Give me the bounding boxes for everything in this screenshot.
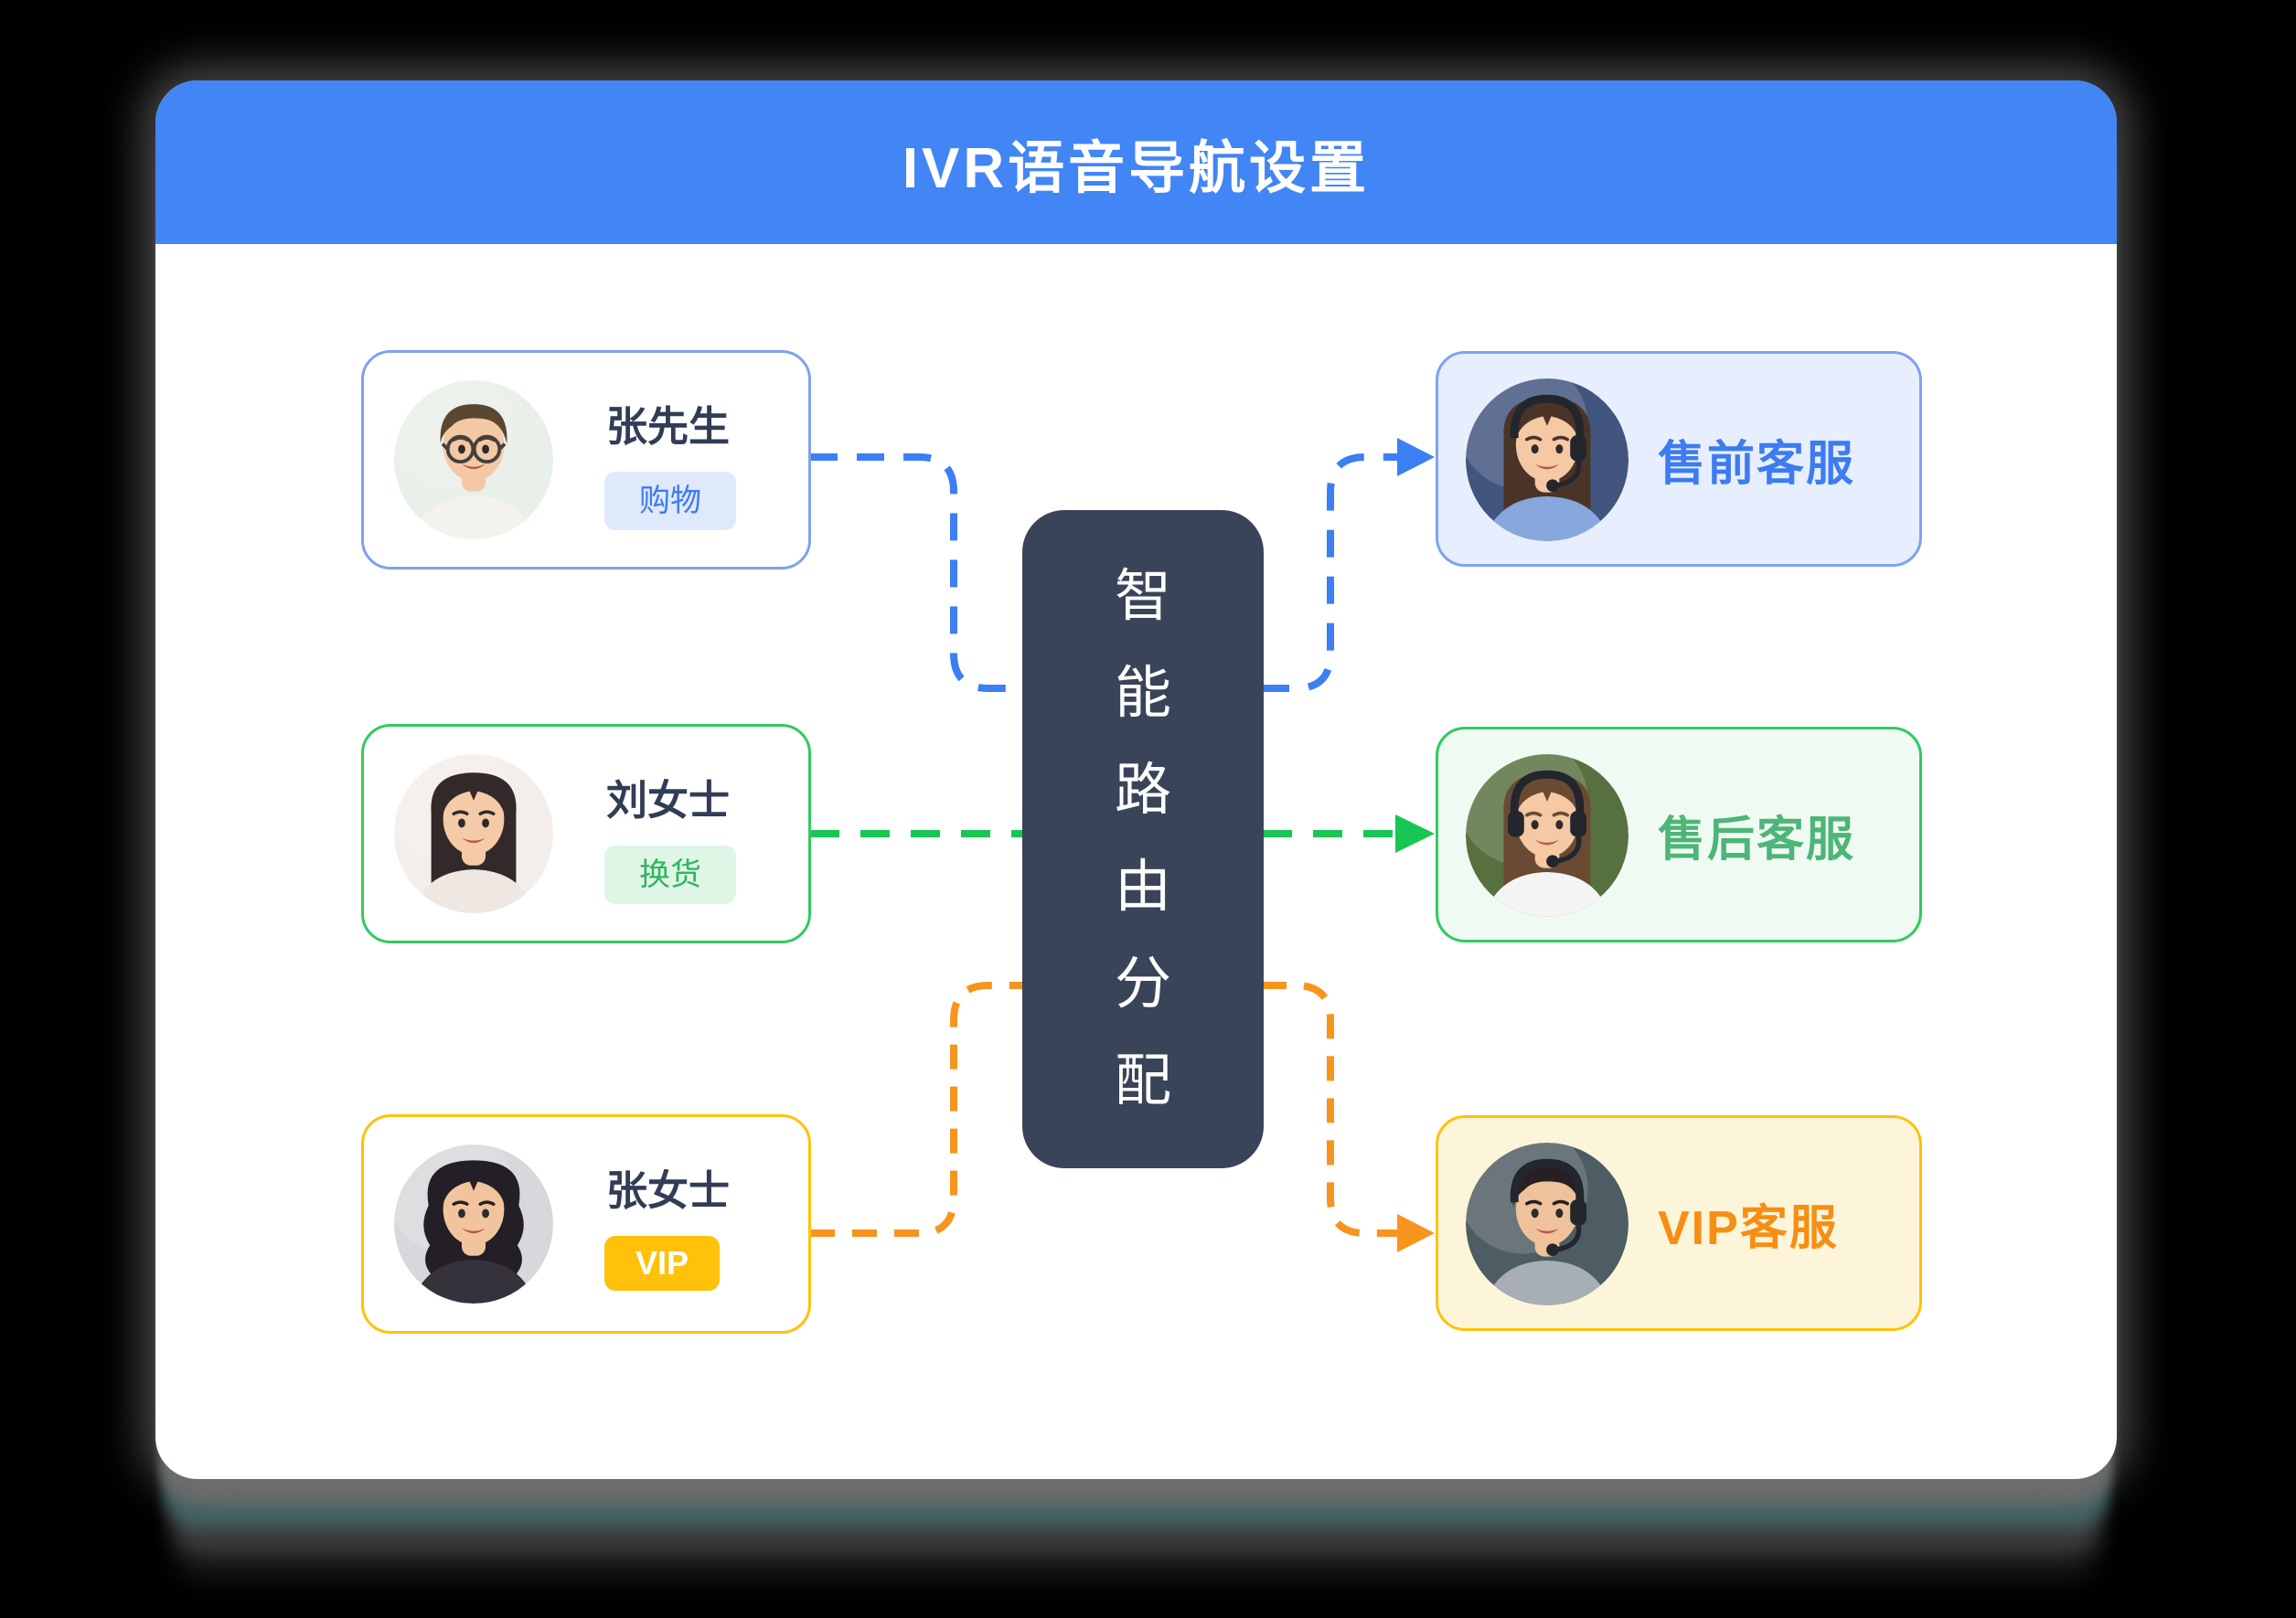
caller-name: 刘女士 (606, 777, 731, 824)
routing-connectors (810, 438, 1435, 1252)
wire-blue-router-to-agent (1262, 453, 1397, 692)
panel-header: IVR语音导航设置 (155, 80, 2117, 244)
page-title: IVR语音导航设置 (902, 136, 1371, 200)
caller-intent-tag: 购物 (604, 472, 736, 530)
caller-card-zhang-nvshi: 张女士 VIP (361, 1114, 811, 1334)
man-with-glasses-avatar (394, 380, 553, 539)
arrowhead-orange (1397, 1214, 1435, 1252)
wire-orange-router-to-agent (1262, 982, 1397, 1237)
female-agent-headset-avatar (1466, 378, 1629, 541)
agent-label: 售后客服 (1658, 813, 1856, 867)
woman-wavy-hair-avatar (394, 1144, 553, 1304)
agent-card-presales: 售前客服 (1436, 351, 1922, 567)
main-panel: IVR语音导航设置 智 能 路 由 分 配 张先生 购物 (155, 80, 2117, 1479)
caller-name: 张女士 (606, 1167, 731, 1214)
center-node-intelligent-routing: 智 能 路 由 分 配 (1022, 510, 1264, 1168)
caller-card-liu-nvshi: 刘女士 换货 (361, 724, 811, 943)
female-agent-big-headset-avatar (1466, 754, 1629, 917)
center-node-char: 路 (1114, 759, 1171, 822)
woman-long-hair-avatar (394, 754, 553, 913)
center-node-char: 由 (1114, 856, 1171, 919)
agent-card-vip: VIP客服 (1436, 1115, 1922, 1331)
caller-vip-tag: VIP (604, 1236, 721, 1291)
caller-name: 张先生 (606, 403, 731, 450)
male-agent-headset-avatar (1466, 1143, 1629, 1305)
caller-intent-tag: 换货 (604, 846, 736, 904)
wire-orange-caller-to-router (810, 982, 1026, 1237)
agent-card-aftersales: 售后客服 (1436, 727, 1922, 942)
center-node-char: 分 (1114, 953, 1171, 1016)
center-node-char: 智 (1114, 565, 1171, 628)
center-node-char: 配 (1114, 1049, 1171, 1112)
arrowhead-blue (1397, 438, 1435, 476)
center-node-char: 能 (1114, 662, 1171, 725)
agent-label: 售前客服 (1658, 437, 1856, 491)
arrowhead-green (1395, 814, 1435, 853)
agent-label: VIP客服 (1658, 1201, 1839, 1255)
caller-card-zhang-xiansheng: 张先生 购物 (361, 350, 811, 569)
wire-blue-caller-to-router (810, 453, 1026, 692)
